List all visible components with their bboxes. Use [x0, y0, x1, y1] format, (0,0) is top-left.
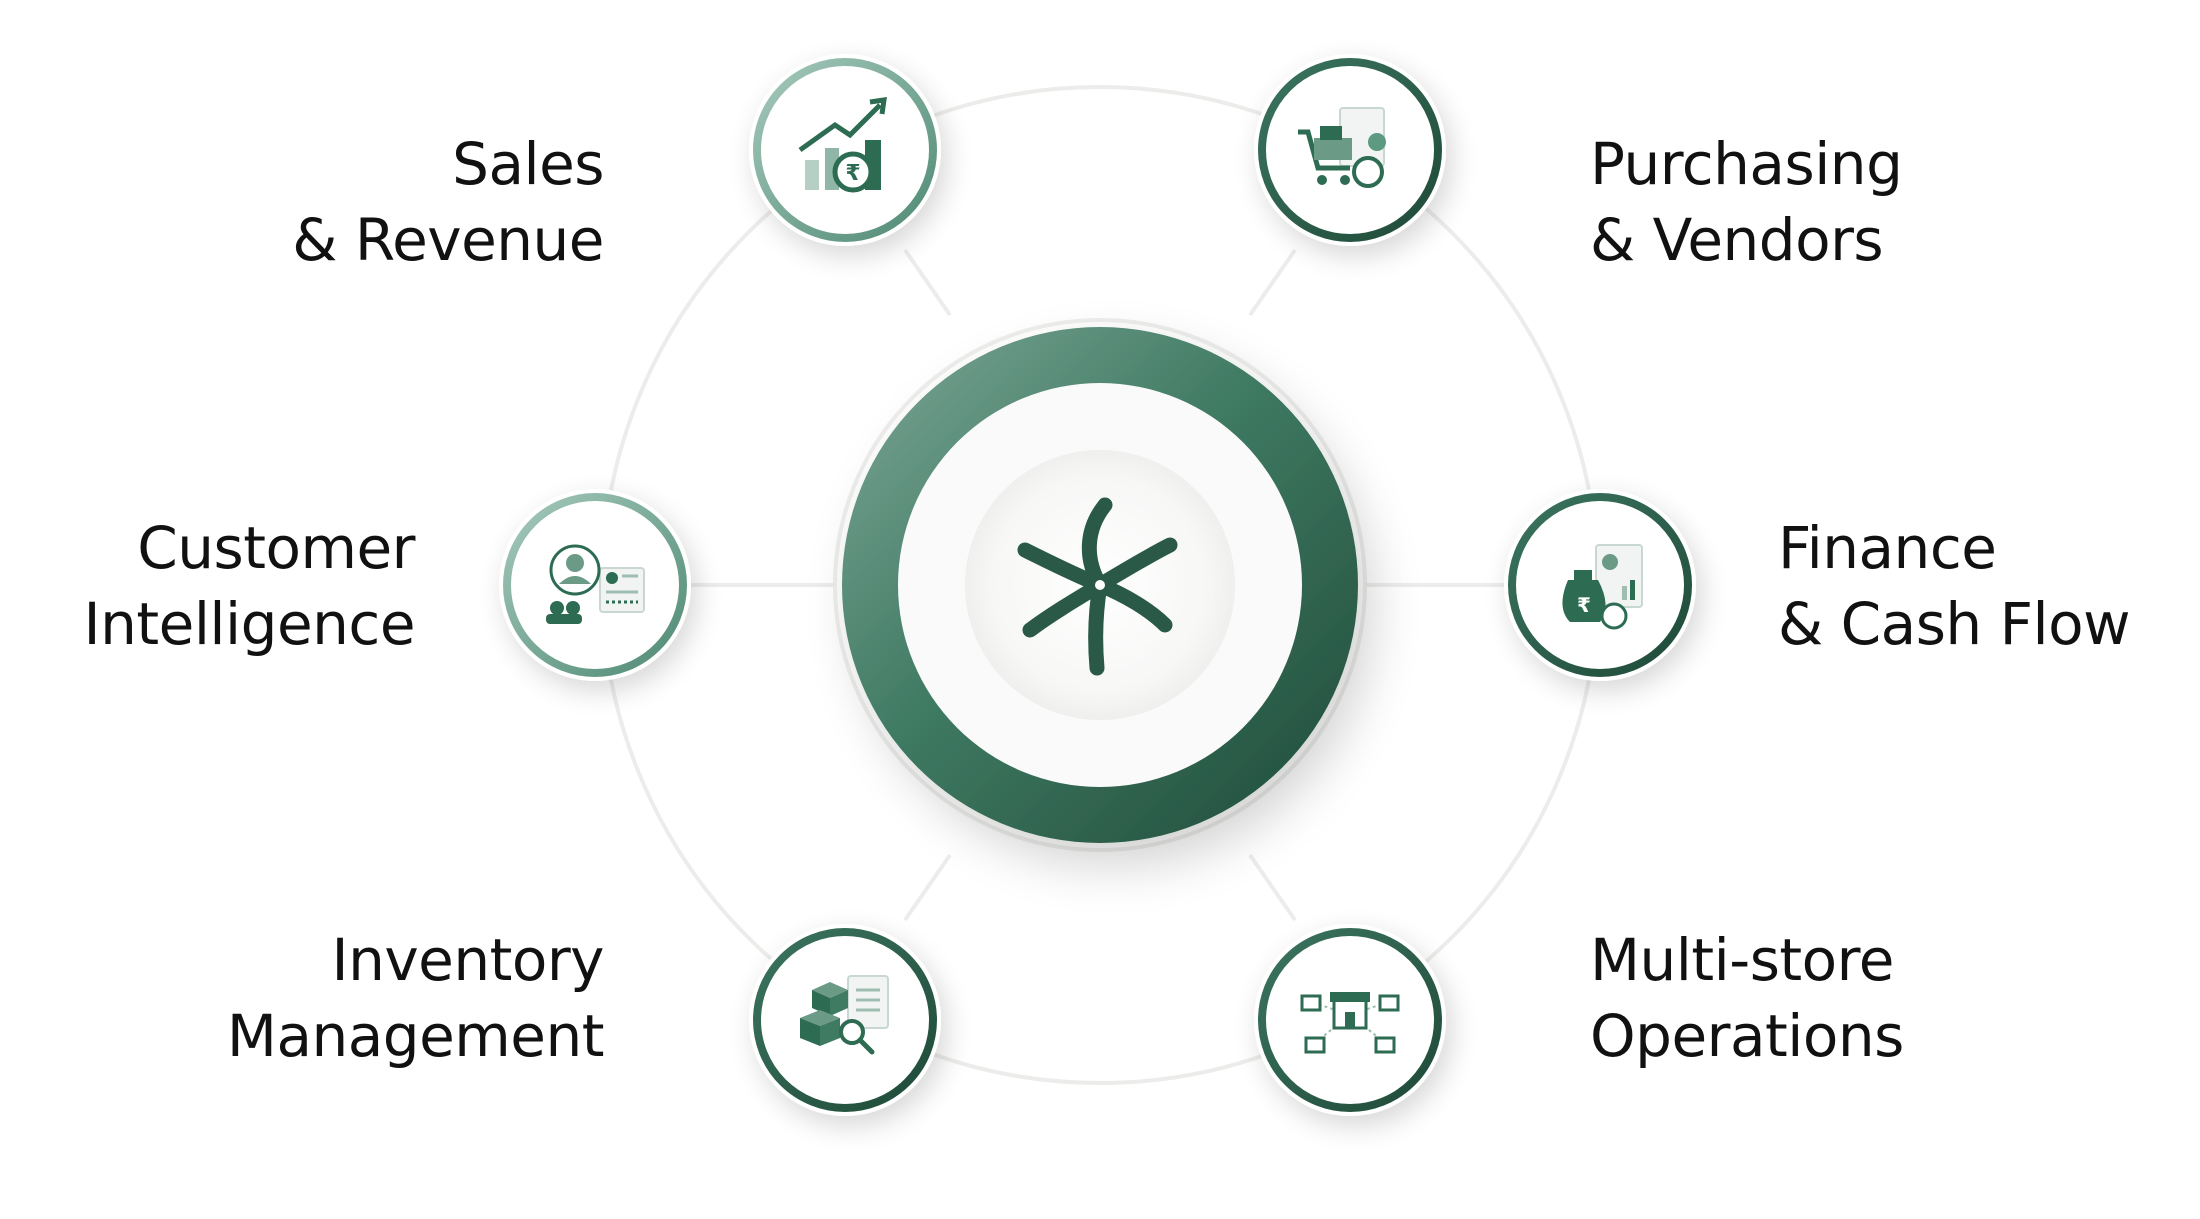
node-finance[interactable]: ₹: [1504, 489, 1696, 681]
label-sales-line1: Sales: [452, 130, 604, 198]
connector-spokes: [690, 248, 1510, 922]
customer-profile-icon: [546, 544, 645, 624]
pinwheel-logo-icon: [1017, 497, 1178, 676]
label-sales: Sales & Revenue: [292, 126, 604, 278]
boxes-checklist-search-icon: [800, 975, 889, 1055]
svg-text:₹: ₹: [845, 161, 860, 186]
label-purchasing-line1: Purchasing: [1590, 130, 1903, 198]
label-purchasing: Purchasing & Vendors: [1590, 126, 1903, 278]
node-customer[interactable]: [499, 489, 691, 681]
store-network-icon: [1300, 992, 1400, 1054]
node-sales[interactable]: ₹: [749, 54, 941, 246]
label-finance: Finance & Cash Flow: [1778, 510, 2131, 662]
label-finance-line2: & Cash Flow: [1778, 590, 2131, 658]
label-inventory: Inventory Management: [226, 922, 605, 1074]
label-inventory-line1: Inventory: [331, 926, 604, 994]
rupee-growth-chart-icon: ₹: [798, 97, 887, 193]
label-multistore-line1: Multi-store: [1590, 926, 1894, 994]
money-bag-report-icon: ₹: [1562, 544, 1643, 630]
label-inventory-line2: Management: [226, 1002, 605, 1070]
node-purchasing[interactable]: [1254, 54, 1446, 246]
label-customer-line2: Intelligence: [83, 590, 416, 658]
label-purchasing-line2: & Vendors: [1590, 206, 1884, 274]
node-multistore[interactable]: [1254, 924, 1446, 1116]
node-inventory[interactable]: [749, 924, 941, 1116]
label-sales-line2: & Revenue: [292, 206, 604, 274]
shopping-cart-handshake-icon: [1298, 107, 1386, 188]
label-customer: Customer Intelligence: [83, 510, 416, 662]
label-customer-line1: Customer: [137, 514, 415, 582]
label-finance-line1: Finance: [1778, 514, 1997, 582]
label-multistore: Multi-store Operations: [1590, 922, 1904, 1074]
central-hub: [842, 327, 1358, 843]
svg-text:₹: ₹: [1577, 593, 1591, 617]
label-multistore-line2: Operations: [1590, 1002, 1904, 1070]
